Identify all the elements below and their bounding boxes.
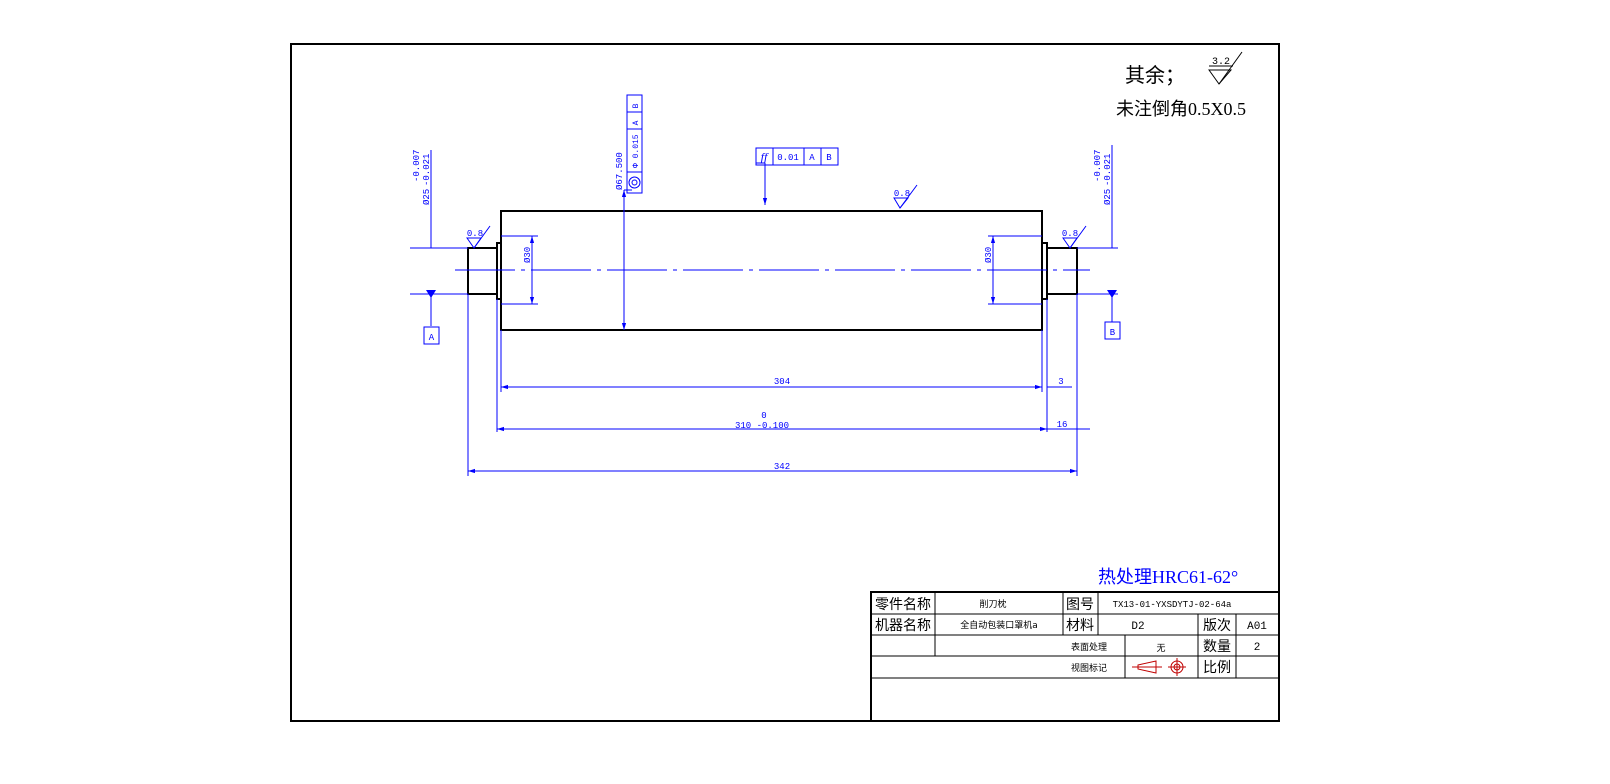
rest-roughness-icon [1208,51,1243,85]
tb-drawing-no: TX13-01-YXSDYTJ-02-64a [1113,600,1232,610]
dimension-lines [410,145,1118,476]
title-block [870,591,1280,722]
dim-right-shaft-tol-upper: -0.007 [1093,150,1103,182]
tb-version-label: 版次 [1203,618,1231,634]
chamfer-note: 未注倒角0.5X0.5 [1116,99,1246,119]
tb-view-label: 视图标记 [1071,662,1107,674]
tb-machine-name-label: 机器名称 [875,618,931,634]
dimension-texts: 304 3 0 310 -0.100 16 342 Ø25 -0.021 -0.… [412,150,1113,472]
runout-ref-b: B [826,153,832,163]
tb-scale-label: 比例 [1203,660,1231,676]
runout-ref-a: A [809,153,815,163]
tb-part-name: 削刀枕 [979,598,1006,610]
conc-ref-b: B [632,103,641,108]
datum-b: B [1104,290,1121,340]
runout-value: 0.01 [777,153,799,163]
tb-material: D2 [1131,621,1144,633]
tb-version: A01 [1247,621,1267,633]
roughness-top [893,184,918,209]
tb-drawing-no-label: 图号 [1066,597,1094,613]
dim-left-shaft-dia: Ø25 [422,189,432,205]
tb-surface: 无 [1156,643,1165,654]
dim-bore-left: Ø30 [523,247,533,263]
rest-label: 其余； [1125,64,1185,87]
dim-bore-right: Ø30 [984,247,994,263]
dim-310: 310 -0.100 [735,421,789,431]
left-shaft [467,247,498,295]
tb-surface-label: 表面处理 [1071,641,1107,653]
datum-b-label: B [1110,328,1116,338]
concentricity-frame [626,94,643,194]
concentricity-icon [628,176,641,189]
projection-icon [1132,658,1186,676]
datum-a-label: A [429,333,435,343]
left-collar [496,242,502,300]
tb-qty-label: 数量 [1203,639,1231,655]
tb-part-name-label: 零件名称 [875,597,931,613]
conc-value: Φ 0.015 [632,134,641,168]
conc-ref-a: A [632,120,641,125]
roughness-top-value: 0.8 [894,189,910,199]
runout-icon: ff [761,150,769,164]
dim-right-shaft-tol-lower: -0.021 [1103,154,1113,186]
dim-left-shaft-tol-lower: -0.021 [422,154,432,186]
rest-roughness-value: 3.2 [1212,57,1230,68]
dim-342: 342 [774,462,790,472]
roughness-left [466,225,491,249]
dim-left-shaft-tol-upper: -0.007 [412,150,422,182]
dim-310-upper: 0 [761,411,766,421]
runout-frame [755,147,839,166]
dim-3: 3 [1058,377,1063,387]
dim-right-shaft-dia: Ø25 [1103,189,1113,205]
roughness-right [1062,225,1087,249]
roughness-right-value: 0.8 [1062,229,1078,239]
drawing-frame [290,43,1280,722]
datum-a: A [423,290,440,345]
dim-304: 304 [774,377,790,387]
tb-qty: 2 [1254,642,1261,654]
tb-material-label: 材料 [1066,618,1094,634]
right-shaft [1046,247,1078,295]
heat-treatment-note: 热处理HRC61-62° [1098,567,1238,587]
tb-machine-name: 全自动包装口罩机a [960,619,1038,631]
dim-body-dia: Ø67.500 [615,152,625,190]
roughness-left-value: 0.8 [467,229,483,239]
dim-16: 16 [1057,420,1068,430]
